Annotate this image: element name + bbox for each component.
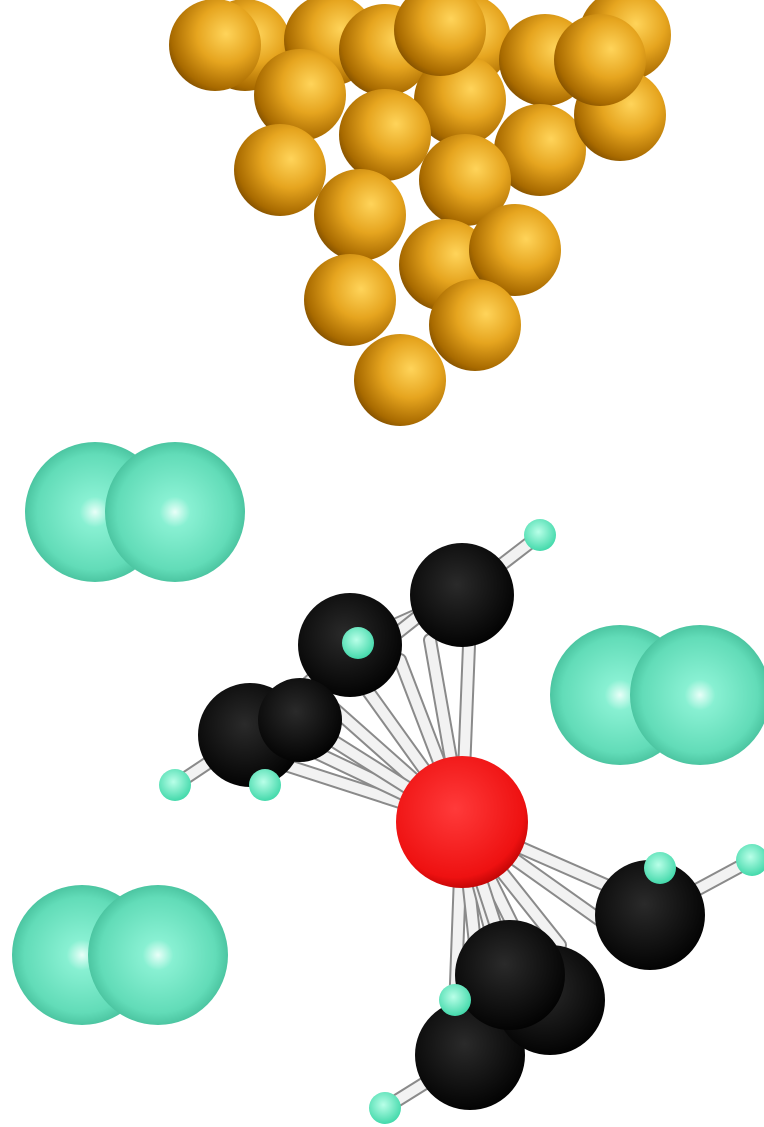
diatomic-molecules	[12, 442, 764, 1025]
gold-atom	[394, 0, 486, 76]
hydrogen-atom	[524, 519, 556, 551]
hydrogen-atom	[369, 1092, 401, 1124]
gold-cluster	[169, 0, 671, 426]
gold-atom	[254, 49, 346, 141]
gold-atom	[429, 279, 521, 371]
halogen-atom	[105, 442, 245, 582]
diatomic-molecule	[550, 625, 764, 765]
carbon-atoms	[198, 543, 705, 1110]
hydrogen-atom	[249, 769, 281, 801]
halogen-atom	[88, 885, 228, 1025]
hydrogen-atom	[736, 844, 764, 876]
gold-atom	[304, 254, 396, 346]
gold-atom	[554, 14, 646, 106]
gold-atom	[414, 54, 506, 146]
gold-atom	[469, 204, 561, 296]
hydrogen-atom	[342, 627, 374, 659]
hydrogen-atom	[159, 769, 191, 801]
carbon-atom	[455, 920, 565, 1030]
gold-atom	[339, 89, 431, 181]
gold-atom	[314, 169, 406, 261]
hydrogen-atoms	[159, 519, 764, 1124]
carbon-atom	[595, 860, 705, 970]
gold-atom	[494, 104, 586, 196]
gold-atom	[234, 124, 326, 216]
halogen-atom	[630, 625, 764, 765]
hydrogen-atom	[439, 984, 471, 1016]
diatomic-molecule	[25, 442, 245, 582]
metal-center	[396, 756, 528, 888]
gold-atom	[169, 0, 261, 91]
gold-atom	[354, 334, 446, 426]
gold-atom	[419, 134, 511, 226]
carbon-atom	[410, 543, 514, 647]
hydrogen-atom	[644, 852, 676, 884]
metal-atom	[396, 756, 528, 888]
diatomic-molecule	[12, 885, 228, 1025]
carbon-atom	[258, 678, 342, 762]
